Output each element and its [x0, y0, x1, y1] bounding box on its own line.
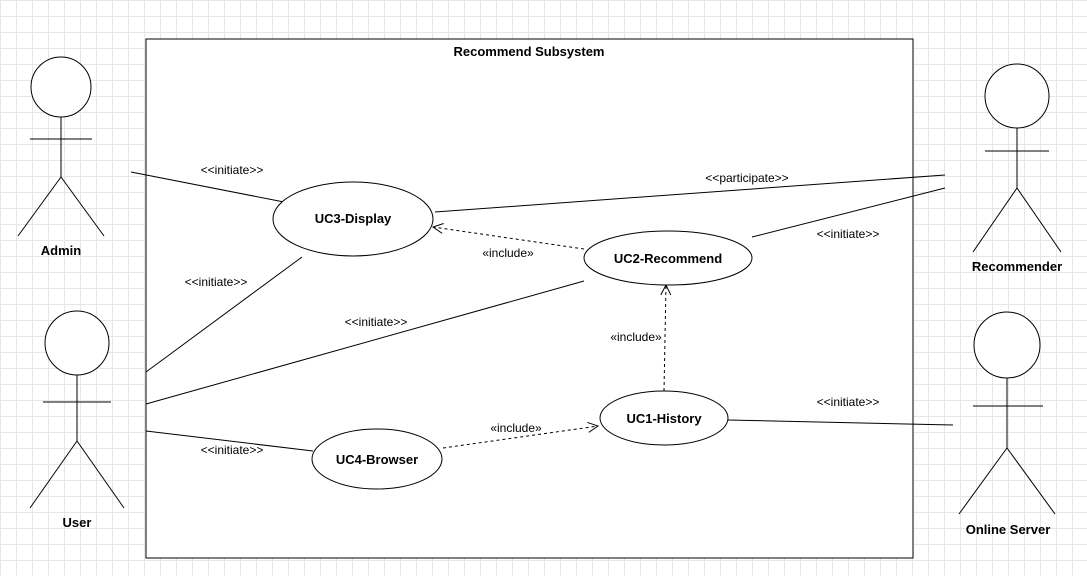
use-case-uc1-label: UC1-History [626, 411, 702, 426]
actor-online-server[interactable]: Online Server [958, 311, 1056, 537]
actor-recommender[interactable]: Recommender [972, 63, 1062, 274]
associations [130, 171, 954, 452]
use-case-uc2-label: UC2-Recommend [614, 251, 722, 266]
label-admin-uc3: <<initiate>> [201, 163, 264, 177]
use-case-uc3[interactable]: UC3-Display [272, 181, 434, 257]
assoc-server-uc1[interactable] [727, 419, 954, 426]
system-title: Recommend Subsystem [454, 44, 605, 59]
actor-admin[interactable]: Admin [17, 56, 105, 258]
assoc-user-uc3[interactable] [145, 256, 303, 373]
assoc-user-uc4[interactable] [145, 430, 314, 452]
label-include-uc4-uc1: «include» [490, 421, 542, 435]
label-recommender-uc2: <<initiate>> [817, 227, 880, 241]
actor-online-server-head-icon [973, 311, 1041, 379]
use-case-uc1[interactable]: UC1-History [599, 390, 729, 446]
label-user-uc2: <<initiate>> [345, 315, 408, 329]
actor-user[interactable]: User [29, 310, 125, 530]
label-user-uc3: <<initiate>> [185, 275, 248, 289]
actor-user-label: User [63, 515, 92, 530]
actor-user-head-icon [44, 310, 110, 376]
assoc-user-uc2[interactable] [145, 280, 585, 405]
system-boundary[interactable]: Recommend Subsystem [145, 38, 914, 559]
relation-labels: <<initiate>> <<initiate>> <<initiate>> <… [185, 163, 880, 457]
label-include-uc2-uc3: «include» [482, 246, 534, 260]
label-user-uc4: <<initiate>> [201, 443, 264, 457]
label-server-uc1: <<initiate>> [817, 395, 880, 409]
label-recommender-uc3: <<participate>> [705, 171, 788, 185]
actor-admin-label: Admin [41, 243, 82, 258]
use-case-uc3-label: UC3-Display [315, 211, 392, 226]
use-case-uc2[interactable]: UC2-Recommend [583, 230, 753, 286]
include-uc2-uc3[interactable] [433, 227, 585, 250]
use-case-uc4[interactable]: UC4-Browser [311, 428, 443, 490]
actor-recommender-label: Recommender [972, 259, 1062, 274]
actor-admin-head-icon [30, 56, 92, 118]
use-case-uc4-label: UC4-Browser [336, 452, 418, 467]
assoc-recommender-uc2[interactable] [751, 187, 946, 238]
include-uc4-uc1[interactable] [442, 426, 598, 449]
assoc-admin-uc3[interactable] [130, 171, 285, 203]
label-include-uc1-uc2: «include» [610, 330, 662, 344]
include-dependencies [433, 227, 666, 449]
actor-recommender-head-icon [984, 63, 1050, 129]
actor-online-server-label: Online Server [966, 522, 1051, 537]
assoc-recommender-uc3[interactable] [434, 174, 946, 213]
